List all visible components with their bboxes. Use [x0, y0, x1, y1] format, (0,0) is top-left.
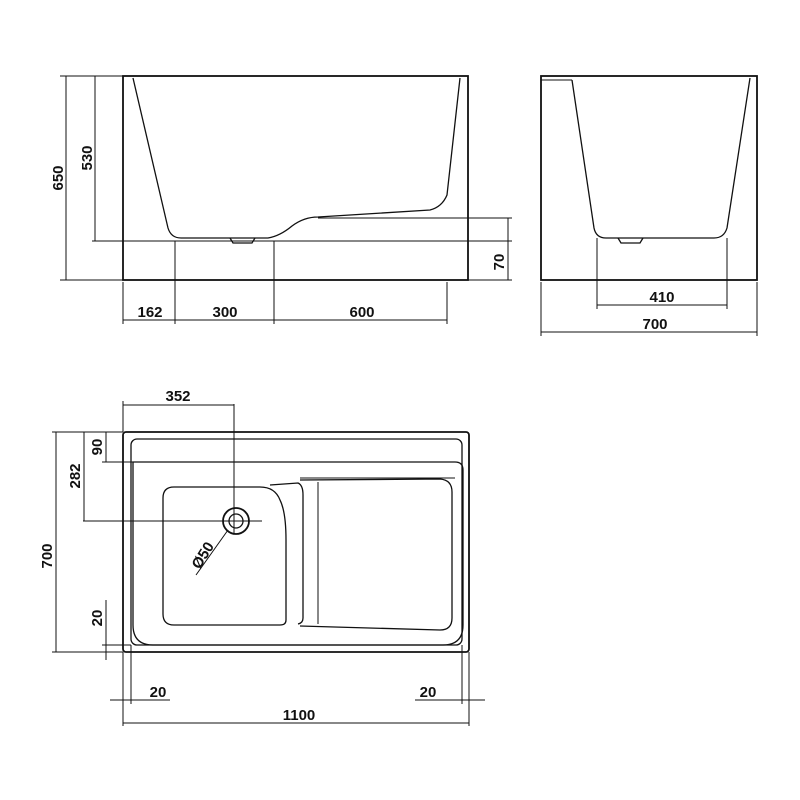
dim-352-label: 352 [165, 388, 190, 405]
top-plan-view: Ø50 352 700 282 90 20 20 20 1100 [39, 388, 485, 726]
dim-1100-label: 1100 [283, 707, 316, 724]
dim-20-left-label: 20 [150, 684, 167, 701]
side-inner-basin-profile [571, 77, 751, 239]
front-elevation-view: 650 530 70 162 300 600 [50, 75, 512, 324]
drain-leader [195, 529, 229, 576]
plan-outer-rim [122, 431, 470, 653]
side-outer-body [540, 75, 758, 281]
plan-seat-step [269, 482, 304, 625]
side-drain-bump [617, 237, 644, 244]
plan-basin-edge [132, 461, 464, 646]
plan-shelf [299, 478, 453, 631]
plan-inner-rim [130, 438, 463, 646]
dim-90-label: 90 [89, 439, 106, 456]
dim-410-label: 410 [649, 289, 674, 306]
dim-700-top-label: 700 [39, 543, 56, 568]
dim-600-label: 600 [349, 304, 374, 321]
side-elevation-view: 410 700 [540, 75, 758, 336]
front-inner-basin-profile [132, 77, 461, 239]
plan-deep-basin [162, 486, 287, 626]
dim-530-label: 530 [79, 145, 96, 170]
dim-drain-diameter-label: Ø50 [188, 539, 217, 572]
dim-70-label: 70 [491, 254, 508, 271]
dim-650-label: 650 [50, 165, 67, 190]
dim-300-label: 300 [212, 304, 237, 321]
dim-282-label: 282 [67, 463, 84, 488]
dim-20-vert-label: 20 [89, 610, 106, 627]
dim-162-label: 162 [137, 304, 162, 321]
front-outer-body [122, 75, 469, 281]
dim-700-side-label: 700 [642, 316, 667, 333]
dim-20-right-label: 20 [420, 684, 437, 701]
